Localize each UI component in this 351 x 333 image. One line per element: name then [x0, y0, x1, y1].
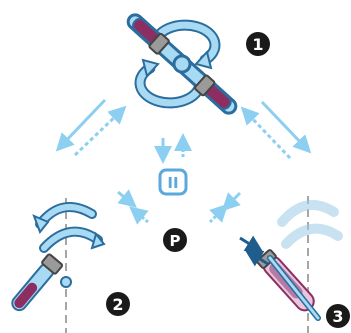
pause-button-label: II: [167, 174, 178, 192]
bottom-left-assembly: [11, 198, 106, 333]
tube-bottom-left: [11, 253, 64, 312]
step-1-badge: 1: [246, 32, 270, 56]
pause-button[interactable]: II: [158, 168, 188, 196]
tube-bottom-right: [194, 74, 232, 110]
top-rotor-assembly: [126, 13, 238, 115]
arrow-top-to-right: [240, 100, 312, 160]
arrows-to-park-right: [208, 191, 242, 224]
tube-top-left: [132, 17, 170, 55]
step-1-label: 1: [252, 35, 263, 54]
arrow-center-vertical: [154, 133, 192, 164]
step-2-label: 2: [112, 295, 123, 314]
lift-arrows-icon: [239, 235, 269, 267]
rotation-arrow-right-upper-icon: [277, 200, 339, 227]
step-3-label: 3: [332, 307, 343, 326]
park-marker: P: [163, 228, 187, 252]
park-marker-label: P: [170, 232, 181, 250]
bottom-right-assembly: [239, 196, 343, 333]
step-2-badge: 2: [106, 292, 130, 316]
step-3-badge: 3: [326, 304, 350, 328]
pivot-left: [60, 276, 72, 288]
arrow-top-to-left: [55, 98, 127, 157]
rotation-arrow-right-lower-icon: [281, 223, 343, 249]
arrows-to-park-left: [117, 189, 149, 225]
